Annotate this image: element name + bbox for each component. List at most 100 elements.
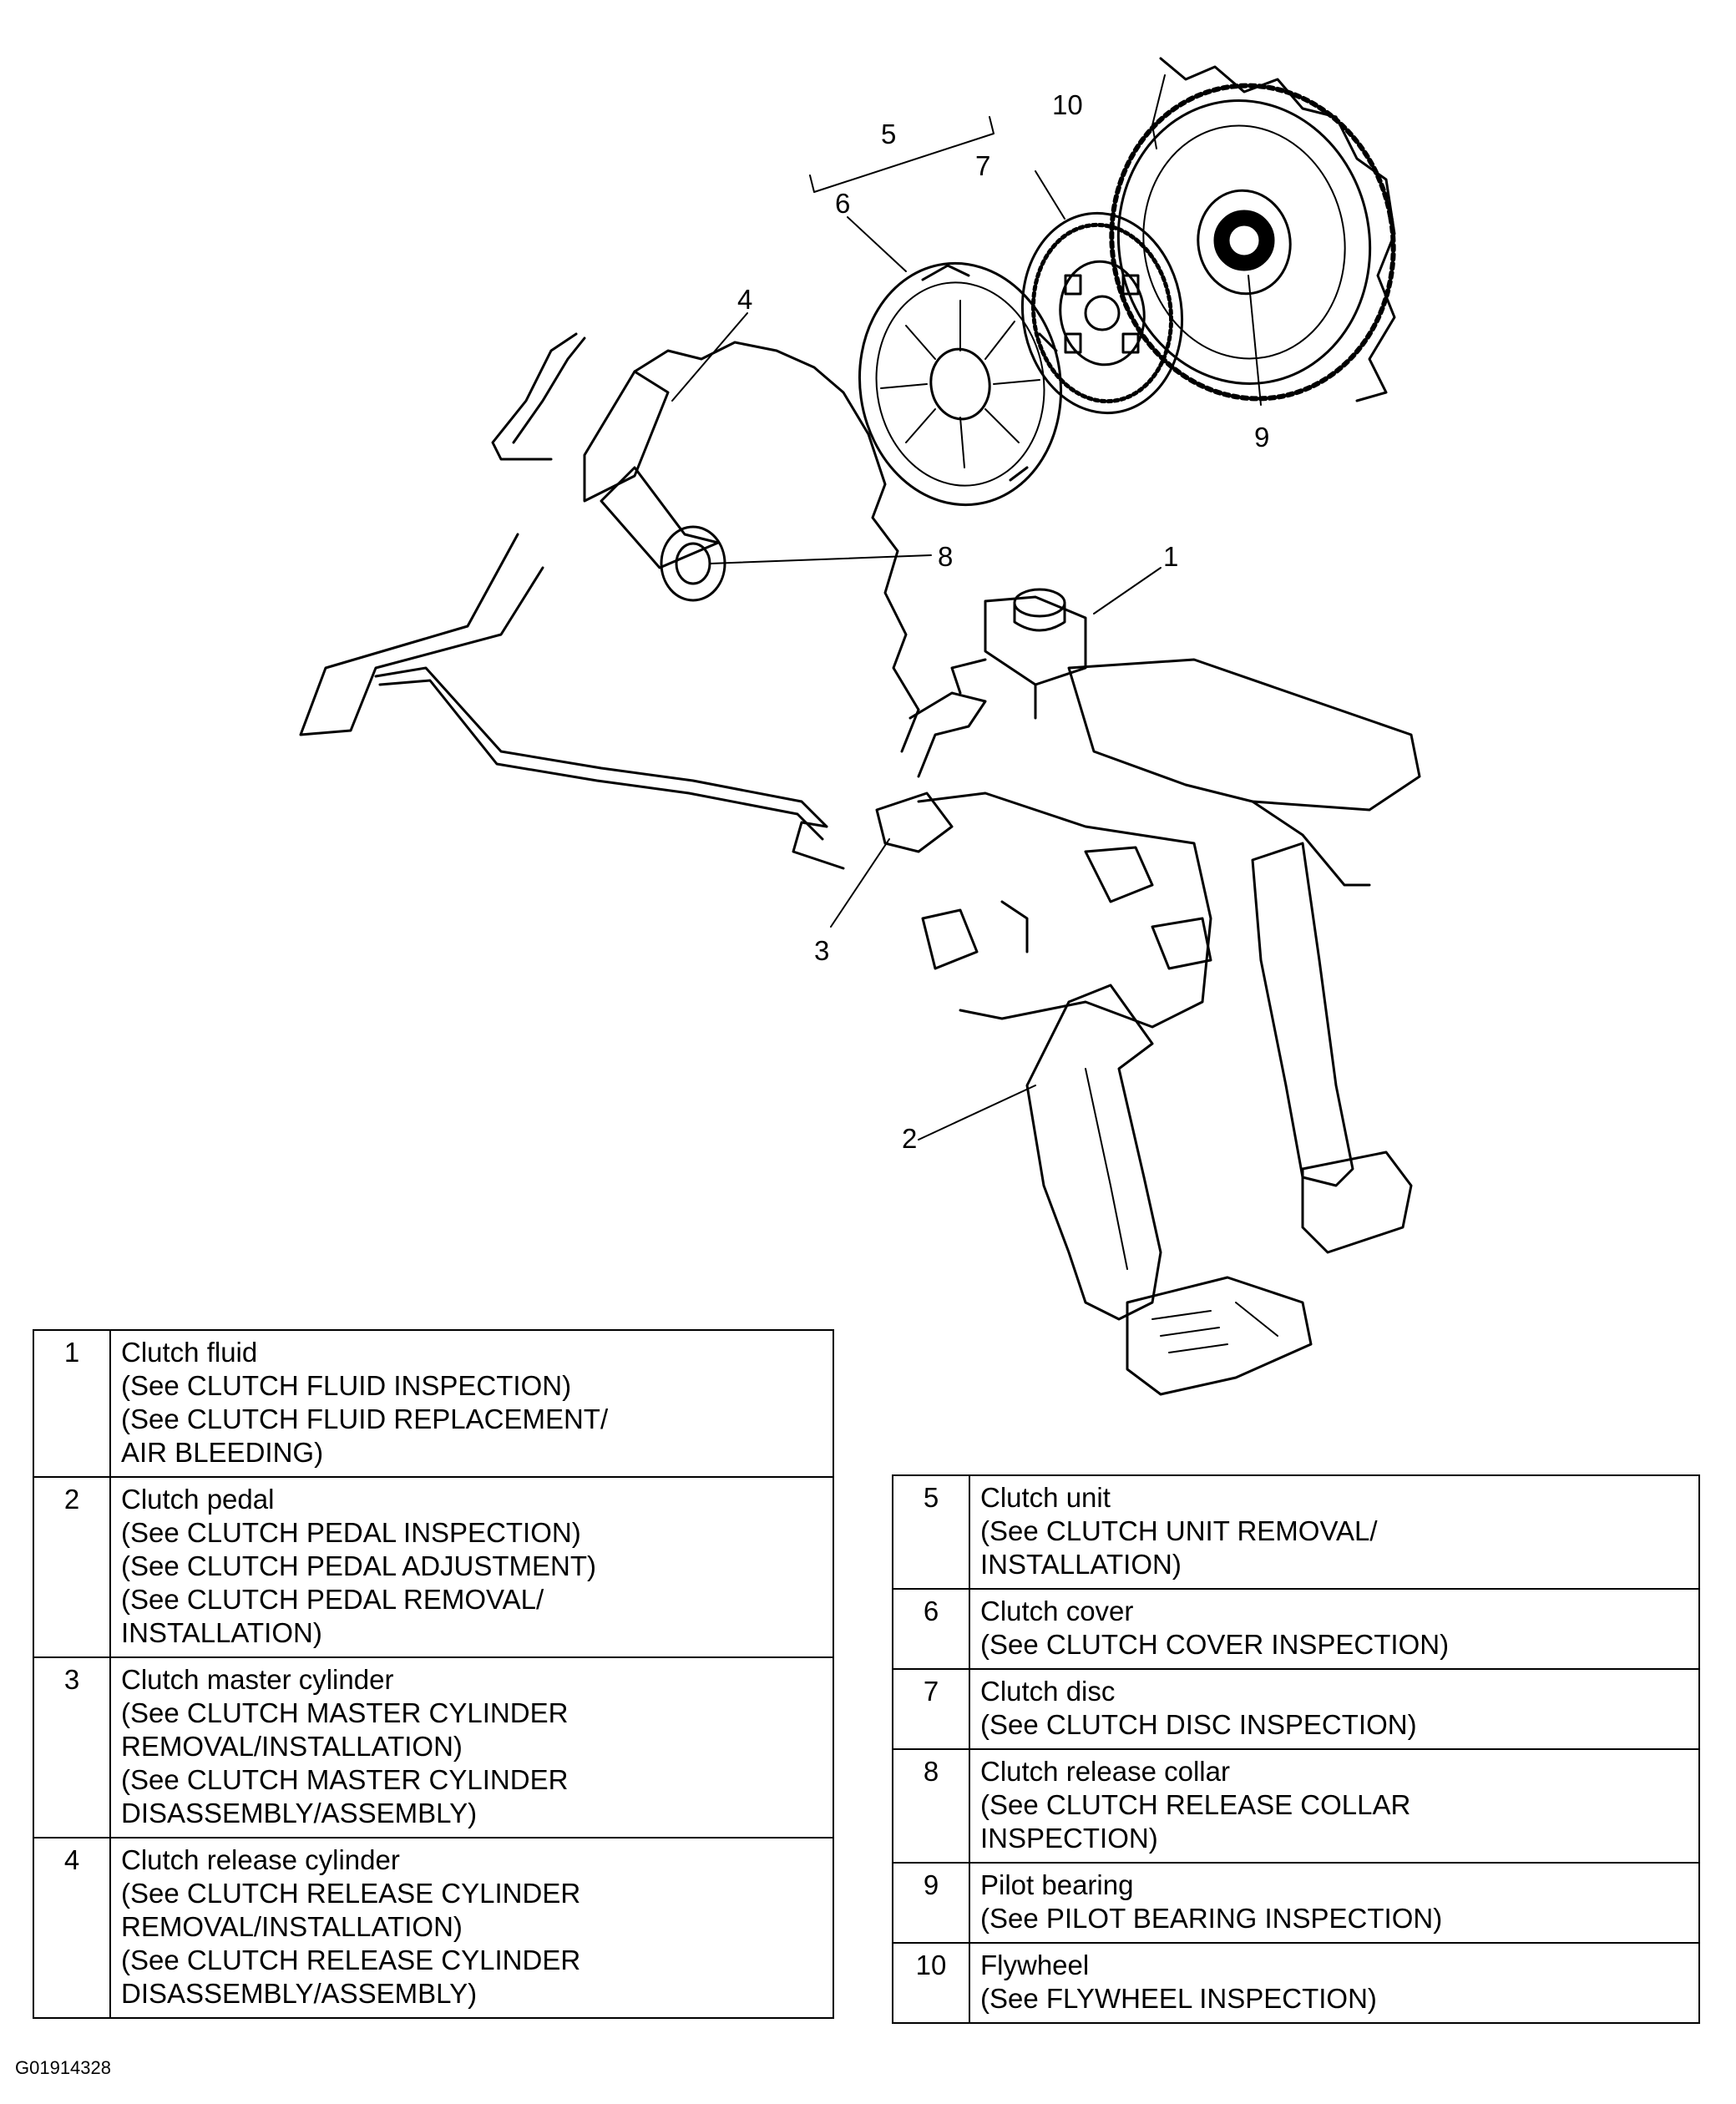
legend-description: Clutch master cylinder(See CLUTCH MASTER… xyxy=(109,1656,834,1838)
legend-line: DISASSEMBLY/ASSEMBLY) xyxy=(121,1798,478,1828)
legend-line: (See CLUTCH PEDAL INSPECTION) xyxy=(121,1517,581,1548)
clutch-cover xyxy=(858,261,1063,507)
legend-line: Clutch master cylinder xyxy=(121,1664,394,1695)
legend-line: (See CLUTCH MASTER CYLINDER xyxy=(121,1697,569,1728)
legend-description: Clutch release cylinder(See CLUTCH RELEA… xyxy=(109,1837,834,2019)
legend-number: 4 xyxy=(33,1837,111,2019)
legend-description: Clutch cover(See CLUTCH COVER INSPECTION… xyxy=(969,1588,1700,1670)
legend-line: (See CLUTCH PEDAL ADJUSTMENT) xyxy=(121,1550,597,1581)
flywheel xyxy=(1109,83,1396,402)
hydraulic-hose xyxy=(299,332,586,736)
legend-line: DISASSEMBLY/ASSEMBLY) xyxy=(121,1978,478,2009)
pedal-bracket xyxy=(917,658,1421,1029)
legend-line: (See CLUTCH RELEASE CYLINDER xyxy=(121,1945,581,1975)
clutch-system-illustration: 5 10 7 6 4 9 8 1 3 2 xyxy=(299,57,1421,1396)
leader-4 xyxy=(671,312,748,402)
hydraulic-pipe xyxy=(374,666,845,870)
callout-8: 8 xyxy=(938,541,953,572)
legend-description: Pilot bearing(See PILOT BEARING INSPECTI… xyxy=(969,1862,1700,1944)
legend-line: (See CLUTCH MASTER CYLINDER xyxy=(121,1764,569,1795)
leader-7 xyxy=(1035,170,1065,220)
callout-5: 5 xyxy=(881,119,896,149)
figure-id: G01914328 xyxy=(15,2057,111,2078)
legend-line: (See PILOT BEARING INSPECTION) xyxy=(980,1903,1443,1934)
legend-line: (See CLUTCH DISC INSPECTION) xyxy=(980,1709,1417,1740)
callout-4: 4 xyxy=(737,284,752,315)
legend-number: 10 xyxy=(892,1942,970,2024)
legend-number: 2 xyxy=(33,1476,111,1658)
leader-3 xyxy=(830,838,890,928)
legend-line: Clutch release collar xyxy=(980,1756,1230,1787)
pilot-bearing xyxy=(1213,210,1275,271)
leader-10 xyxy=(1151,124,1157,149)
leader-9 xyxy=(1248,275,1262,406)
legend-line: (See CLUTCH PEDAL REMOVAL/ xyxy=(121,1584,544,1615)
legend-line: (See FLYWHEEL INSPECTION) xyxy=(980,1983,1377,2014)
clutch-master-cylinder xyxy=(875,691,987,970)
callout-9: 9 xyxy=(1254,422,1269,453)
leader-6 xyxy=(847,216,907,272)
callout-leaders xyxy=(671,116,1262,1141)
legend-line: Clutch release cylinder xyxy=(121,1844,400,1875)
clutch-release-cylinder xyxy=(583,370,720,569)
callout-2: 2 xyxy=(902,1123,917,1154)
legend-line: Clutch disc xyxy=(980,1676,1116,1707)
legend-description: Clutch fluid(See CLUTCH FLUID INSPECTION… xyxy=(109,1329,834,1478)
legend-line: (See CLUTCH UNIT REMOVAL/ xyxy=(980,1515,1378,1546)
legend-line: AIR BLEEDING) xyxy=(121,1437,324,1468)
legend-description: Flywheel(See FLYWHEEL INSPECTION) xyxy=(969,1942,1700,2024)
legend-line: (See CLUTCH RELEASE CYLINDER xyxy=(121,1878,581,1909)
legend-line: INSTALLATION) xyxy=(980,1549,1182,1580)
callout-10: 10 xyxy=(1052,89,1083,120)
legend-number: 5 xyxy=(892,1474,970,1590)
legend-line: INSPECTION) xyxy=(980,1823,1158,1854)
brake-pedal xyxy=(1251,842,1413,1254)
legend-description: Clutch release collar(See CLUTCH RELEASE… xyxy=(969,1748,1700,1864)
legend-number: 9 xyxy=(892,1862,970,1944)
legend-line: (See CLUTCH FLUID INSPECTION) xyxy=(121,1370,572,1401)
bracket-5 xyxy=(809,116,995,193)
legend-line: Clutch unit xyxy=(980,1482,1111,1513)
legend-number: 8 xyxy=(892,1748,970,1864)
legend-description: Clutch pedal(See CLUTCH PEDAL INSPECTION… xyxy=(109,1476,834,1658)
legend-description: Clutch disc(See CLUTCH DISC INSPECTION) xyxy=(969,1668,1700,1750)
leader-1 xyxy=(1093,567,1162,615)
transmission-outline xyxy=(633,341,920,753)
legend-line: (See CLUTCH FLUID REPLACEMENT/ xyxy=(121,1404,609,1434)
legend-number: 6 xyxy=(892,1588,970,1670)
legend-number: 7 xyxy=(892,1668,970,1750)
legend-line: (See CLUTCH RELEASE COLLAR xyxy=(980,1789,1411,1820)
callout-1: 1 xyxy=(1163,541,1178,572)
legend-line: Clutch cover xyxy=(980,1596,1134,1626)
legend-number: 1 xyxy=(33,1329,111,1478)
legend-line: Clutch fluid xyxy=(121,1337,258,1368)
leader-2 xyxy=(918,1085,1036,1141)
callout-3: 3 xyxy=(814,935,829,966)
callout-7: 7 xyxy=(975,150,990,181)
legend-line: REMOVAL/INSTALLATION) xyxy=(121,1911,463,1942)
leader-8 xyxy=(709,554,932,564)
callout-6: 6 xyxy=(835,188,850,219)
legend-line: Pilot bearing xyxy=(980,1869,1134,1900)
legend-line: Clutch pedal xyxy=(121,1484,275,1515)
legend-line: REMOVAL/INSTALLATION) xyxy=(121,1731,463,1762)
legend-line: (See CLUTCH COVER INSPECTION) xyxy=(980,1629,1450,1660)
clutch-disc xyxy=(1020,211,1184,415)
legend-line: INSTALLATION) xyxy=(121,1617,322,1648)
legend-description: Clutch unit(See CLUTCH UNIT REMOVAL/INST… xyxy=(969,1474,1700,1590)
clutch-pedal xyxy=(1025,984,1313,1396)
engine-block-outline xyxy=(1151,57,1396,402)
legend-number: 3 xyxy=(33,1656,111,1838)
